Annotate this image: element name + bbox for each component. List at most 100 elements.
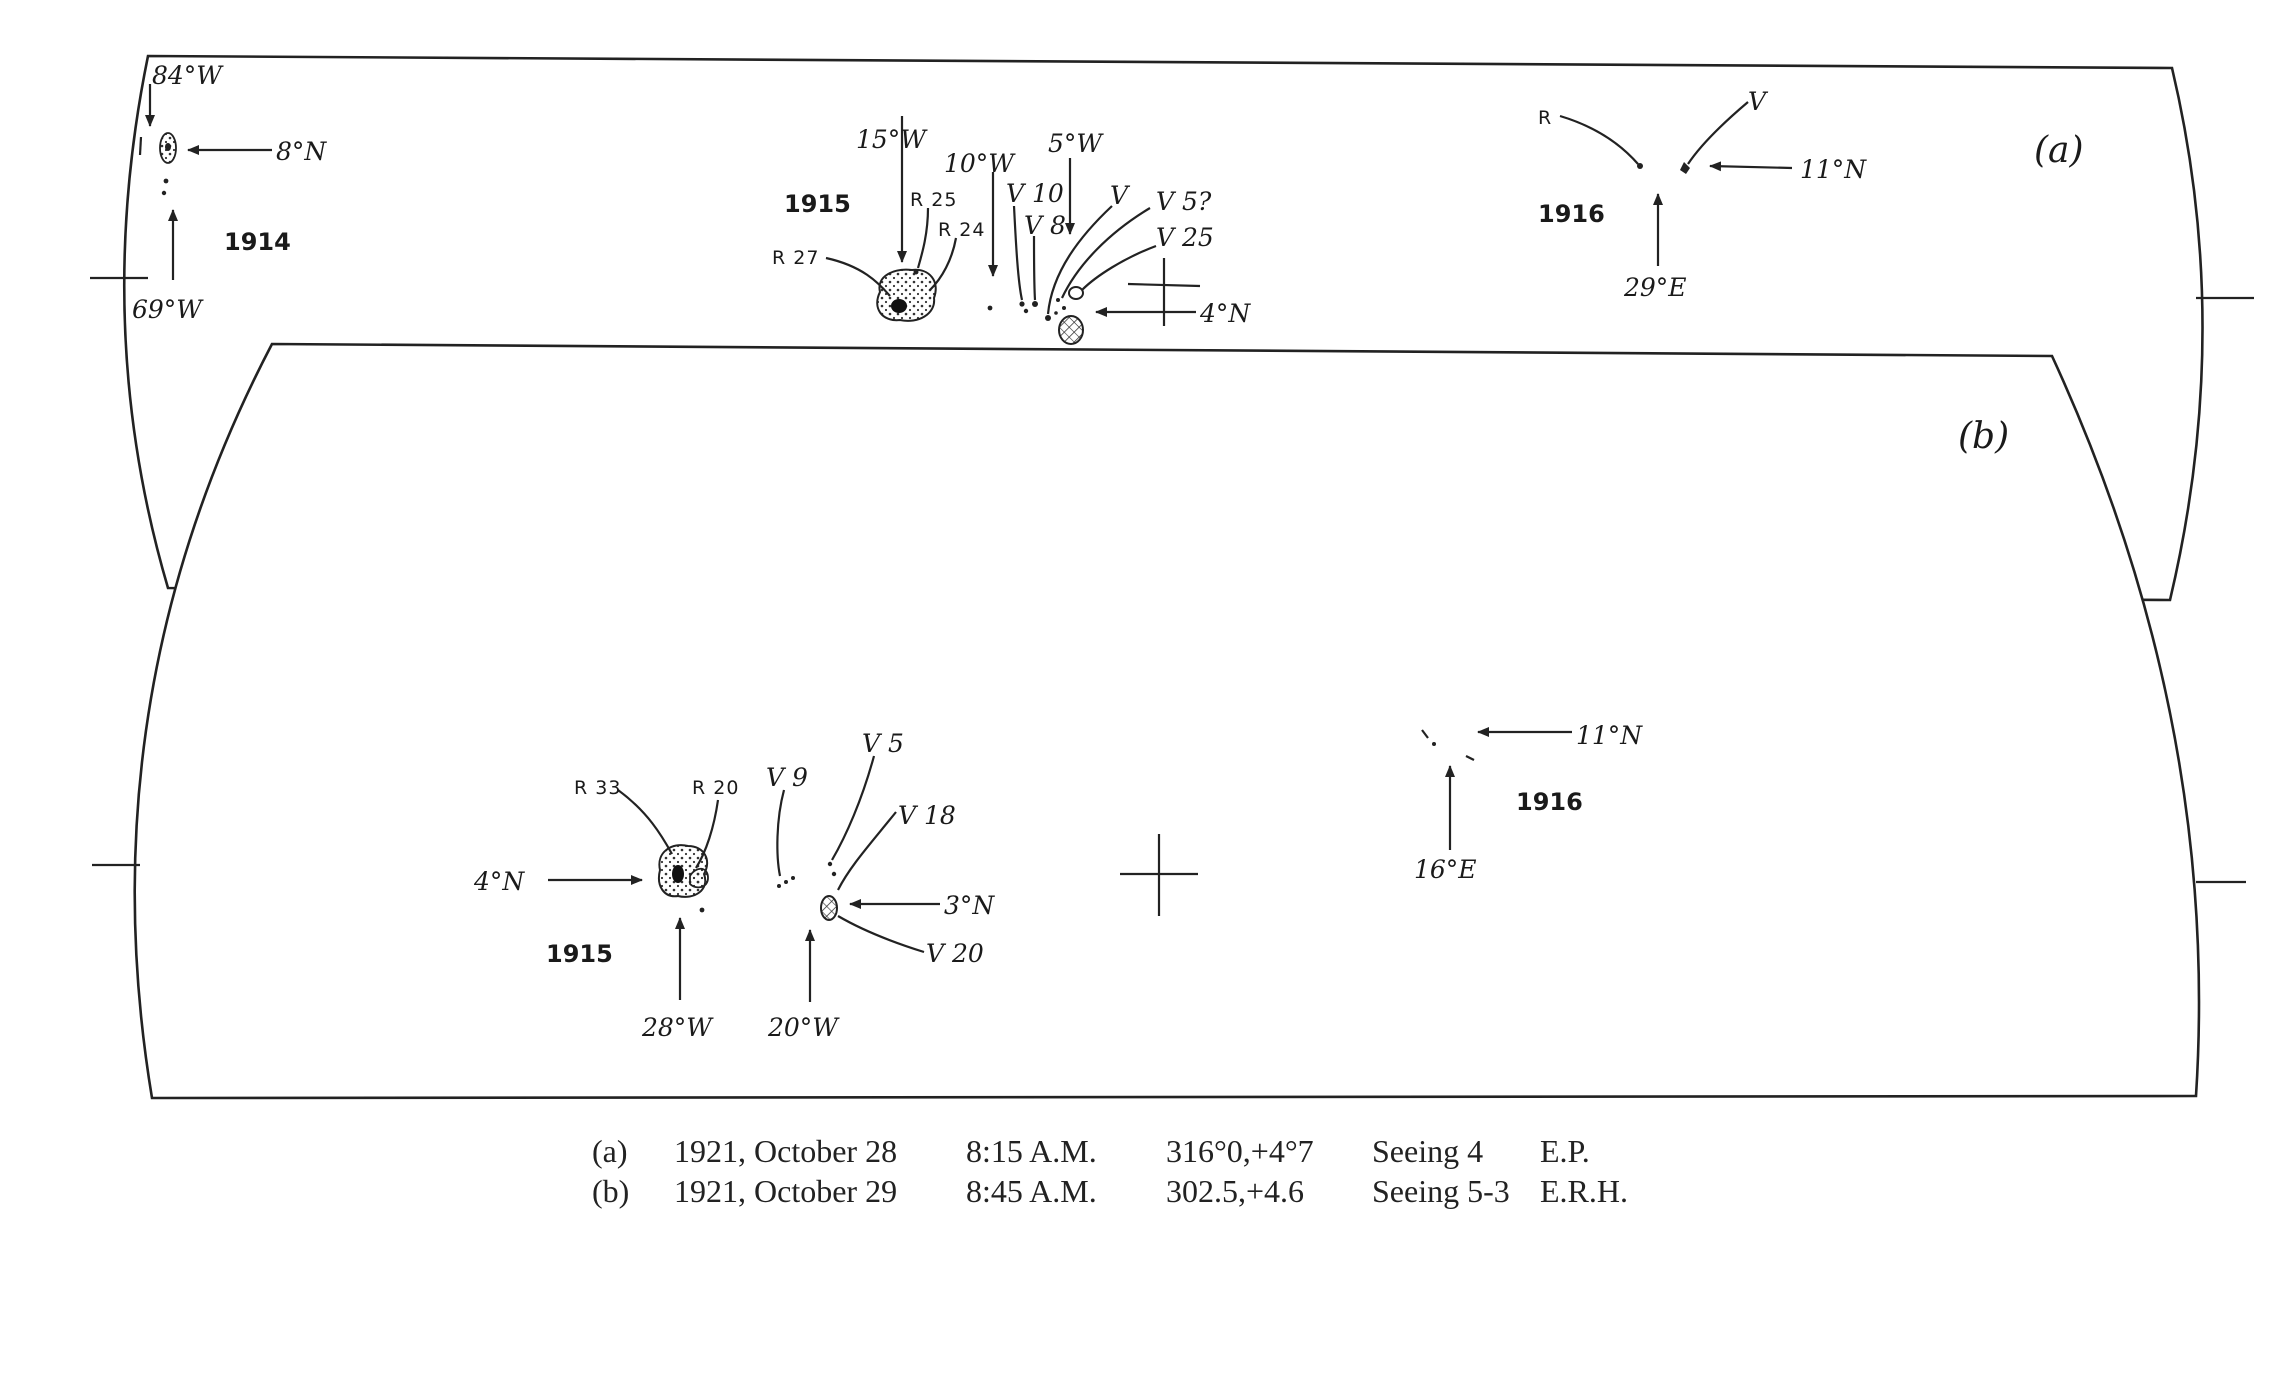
leader-1916-v bbox=[1687, 101, 1749, 165]
spot-v9-c bbox=[791, 876, 795, 880]
caption-b-seeing: Seeing 5-3 bbox=[1372, 1173, 1510, 1209]
label-v8: V 8 bbox=[1024, 211, 1066, 240]
spot-v5-b2 bbox=[831, 871, 837, 877]
spot-r20 bbox=[689, 867, 709, 889]
label-15w: 15°W bbox=[856, 125, 928, 154]
label-v5-b: V 5 bbox=[862, 729, 904, 758]
caption-b-pos: 302.5,+4.6 bbox=[1166, 1173, 1304, 1209]
label-11n-b: 11°N bbox=[1576, 721, 1643, 750]
b-group-1916: 11°N 16°E 1916 bbox=[1414, 721, 1643, 884]
leader-r27 bbox=[825, 256, 891, 297]
spot-1914-mark bbox=[138, 136, 143, 156]
year-1914: 1914 bbox=[224, 228, 291, 256]
year-1916-a: 1916 bbox=[1538, 200, 1605, 228]
spot-r25 bbox=[913, 269, 919, 275]
caption-b-observer: E.R.H. bbox=[1540, 1173, 1628, 1209]
leader-v20 bbox=[837, 915, 925, 954]
spot-v5-b bbox=[1062, 306, 1066, 310]
caption-a-observer: E.P. bbox=[1540, 1133, 1590, 1169]
caption-a-time: 8:15 A.M. bbox=[966, 1133, 1097, 1169]
caption: (a) 1921, October 28 8:15 A.M. 316°0,+4°… bbox=[592, 1133, 1628, 1209]
panel-b-tag: (b) bbox=[1958, 416, 2009, 457]
label-5w: 5°W bbox=[1048, 129, 1104, 158]
label-28w: 28°W bbox=[641, 1013, 714, 1042]
spot-1916-v bbox=[1680, 162, 1690, 174]
leader-v8 bbox=[1032, 235, 1037, 301]
caption-b-date: 1921, October 29 bbox=[674, 1173, 897, 1209]
caption-a-date: 1921, October 28 bbox=[674, 1133, 897, 1169]
leader-r20 bbox=[695, 799, 720, 869]
spot-v5-c bbox=[1054, 311, 1058, 315]
label-r25: R 25 bbox=[910, 189, 957, 211]
label-29e: 29°E bbox=[1623, 273, 1687, 302]
label-84w: 84°W bbox=[152, 61, 224, 90]
caption-b-time: 8:45 A.M. bbox=[966, 1173, 1097, 1209]
a-group-1915: 1915 15°W 10°W 5°W 4°N R 27 R 25 R 24 V … bbox=[772, 116, 1251, 345]
panel-b-frame bbox=[133, 342, 2201, 1100]
label-8n: 8°N bbox=[276, 137, 327, 166]
caption-a-pos: 316°0,+4°7 bbox=[1166, 1133, 1314, 1169]
label-v25: V 25 bbox=[1156, 223, 1214, 252]
spot-v5-b1 bbox=[827, 861, 833, 867]
label-v10: V 10 bbox=[1006, 179, 1064, 208]
spot-r27-umbra bbox=[891, 299, 907, 313]
year-1915-a: 1915 bbox=[784, 190, 851, 218]
label-11n-a: 11°N bbox=[1800, 155, 1867, 184]
leader-v5-b bbox=[831, 755, 876, 861]
leader-v bbox=[1046, 205, 1113, 315]
spot-v10-b bbox=[1023, 308, 1029, 314]
label-4n-a: 4°N bbox=[1199, 299, 1251, 328]
spot-v9-b bbox=[784, 880, 788, 884]
spot-v25 bbox=[1068, 286, 1084, 300]
label-v5q: V 5? bbox=[1156, 187, 1212, 216]
a-group-1916: R V 11°N 29°E 1916 bbox=[1538, 87, 1867, 302]
spot-v10 bbox=[1019, 301, 1025, 307]
spot-1916-r bbox=[1637, 163, 1643, 169]
spot-1916-b-1 bbox=[1421, 729, 1429, 739]
label-v20: V 20 bbox=[926, 939, 984, 968]
caption-b-tag: (b) bbox=[592, 1173, 629, 1209]
label-r24: R 24 bbox=[938, 219, 985, 241]
spot-1916-b-2 bbox=[1432, 742, 1436, 746]
leader-v10 bbox=[1012, 205, 1024, 301]
year-1915-b: 1915 bbox=[546, 940, 613, 968]
spot-r33-umbra bbox=[672, 865, 684, 883]
label-69w: 69°W bbox=[132, 295, 204, 324]
label-1916-v: V bbox=[1748, 87, 1769, 116]
leader-v5 bbox=[1061, 207, 1151, 299]
leader-r25 bbox=[916, 207, 930, 269]
leader-1916-r bbox=[1559, 114, 1639, 165]
label-20w: 20°W bbox=[767, 1013, 840, 1042]
label-10w: 10°W bbox=[944, 149, 1016, 178]
spot-cluster-hatched bbox=[1058, 315, 1084, 345]
leader-v18 bbox=[837, 811, 897, 891]
label-4n-b: 4°N bbox=[473, 867, 525, 896]
spot-v bbox=[1045, 315, 1051, 321]
spot-1914-small-1 bbox=[163, 178, 169, 184]
spot-v8 bbox=[1032, 301, 1038, 307]
panel-a-tag: (a) bbox=[2034, 130, 2084, 171]
spot-r27 bbox=[876, 268, 937, 322]
leader-r33 bbox=[617, 789, 673, 855]
label-3n: 3°N bbox=[944, 891, 995, 920]
spot-v20 bbox=[820, 895, 838, 921]
spot-1914-small-2 bbox=[161, 190, 167, 196]
spot-1914-umbra bbox=[165, 143, 171, 151]
caption-a-seeing: Seeing 4 bbox=[1372, 1133, 1483, 1169]
a-group-1914: 84°W 8°N 69°W 1914 bbox=[132, 61, 327, 324]
spot-v9-a bbox=[777, 884, 781, 888]
spot-v5 bbox=[1056, 298, 1060, 302]
leader-v25 bbox=[1081, 244, 1157, 291]
leader-r24 bbox=[929, 237, 958, 291]
spot-1916-b-3 bbox=[1465, 755, 1475, 761]
spot-r-trail bbox=[699, 907, 705, 913]
label-r20: R 20 bbox=[692, 777, 739, 799]
label-1916-r: R bbox=[1538, 107, 1552, 129]
leader-v9 bbox=[776, 789, 786, 877]
label-r27: R 27 bbox=[772, 247, 819, 269]
year-1916-b: 1916 bbox=[1516, 788, 1583, 816]
label-v18: V 18 bbox=[898, 801, 956, 830]
arrow-11n-a bbox=[1709, 161, 1793, 172]
